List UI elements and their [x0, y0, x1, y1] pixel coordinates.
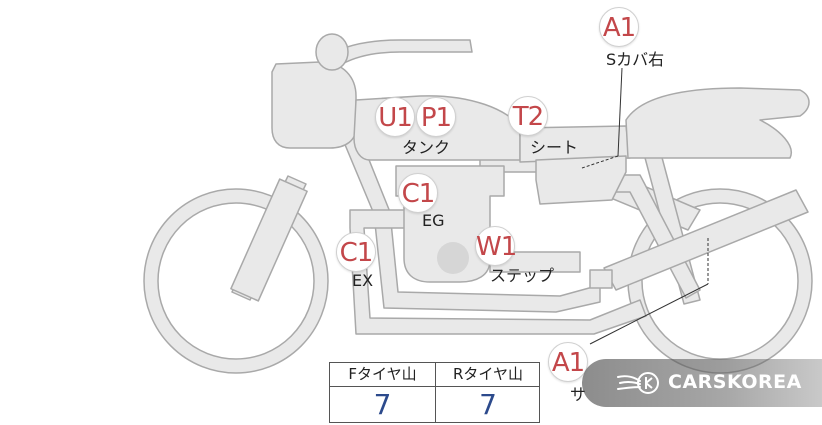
- label-seat: シート: [530, 138, 579, 157]
- marker-t2-seat: T2: [508, 96, 548, 136]
- marker-a1-lower: A1: [548, 342, 588, 382]
- label-exhaust: EX: [352, 271, 374, 290]
- label-engine: EG: [422, 211, 445, 230]
- tire-tread-table: Fタイヤ山 7 Rタイヤ山 7: [329, 362, 540, 423]
- front-tread-column: Fタイヤ山 7: [330, 363, 435, 422]
- label-tank: タンク: [402, 138, 451, 157]
- front-shock: [230, 178, 308, 302]
- label-step: ステップ: [490, 266, 555, 285]
- main-frame: [327, 99, 601, 313]
- wing-logo-icon: [617, 372, 659, 394]
- carskorea-watermark: CARSKOREA: [582, 359, 822, 407]
- front-tread-value: 7: [373, 388, 392, 421]
- marker-w1-step: W1: [475, 226, 517, 266]
- watermark-brand: CARSKOREA: [668, 371, 802, 393]
- rear-tread-value: 7: [479, 388, 497, 421]
- marker-a1-right-cover: A1: [599, 7, 639, 47]
- rear-tread-header: Rタイヤ山: [436, 363, 540, 387]
- rear-tread-column: Rタイヤ山 7: [435, 363, 540, 422]
- rear-cover: [535, 155, 627, 205]
- label-right-cover: Sカバ右: [606, 50, 665, 69]
- marker-c1-exhaust: C1: [336, 232, 376, 272]
- front-tread-header: Fタイヤ山: [330, 363, 435, 387]
- tail-cowl: [625, 87, 810, 159]
- marker-u1-tank: U1: [375, 97, 415, 137]
- headlight: [271, 61, 357, 149]
- marker-p1-tank: P1: [416, 97, 456, 137]
- marker-c1-engine: C1: [398, 173, 438, 213]
